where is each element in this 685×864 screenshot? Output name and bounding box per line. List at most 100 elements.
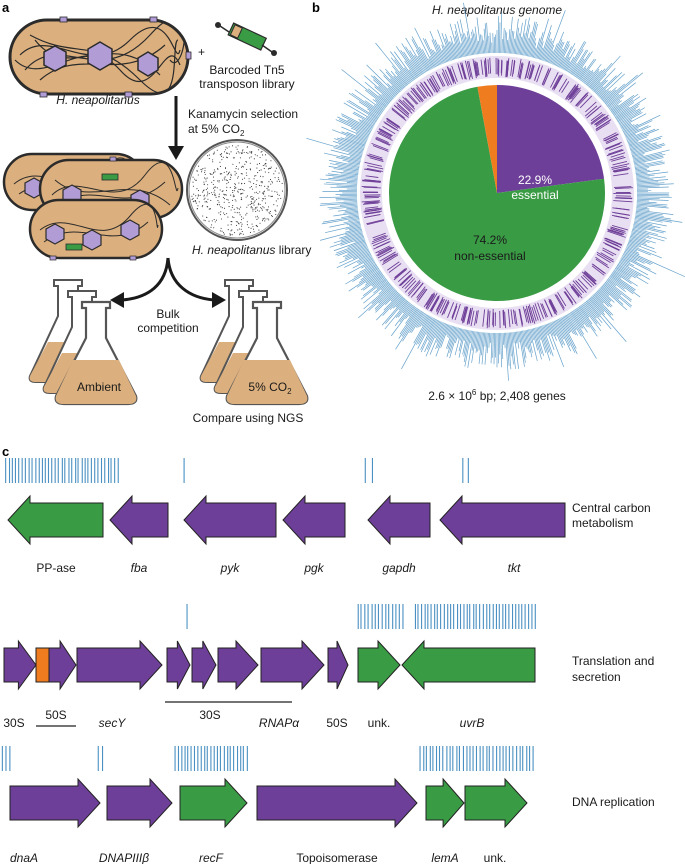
colony-dot xyxy=(199,194,201,196)
insertion-spike xyxy=(516,331,520,349)
insertion-spike xyxy=(345,264,378,285)
essential-gene-tick xyxy=(387,261,400,271)
colony-dot xyxy=(276,205,278,207)
insertion-spike xyxy=(566,41,585,72)
colony-dot xyxy=(223,233,225,235)
insertion-spike xyxy=(390,305,415,337)
insertion-spike xyxy=(408,306,416,317)
colony-dot xyxy=(258,210,260,212)
insertion-spike xyxy=(348,152,362,158)
insertion-spike xyxy=(476,17,482,54)
insertion-spike xyxy=(474,33,478,55)
colony-dot xyxy=(208,220,210,222)
colony-dot xyxy=(240,222,242,224)
insertion-spike xyxy=(628,241,657,253)
essential-gene-tick xyxy=(561,81,570,93)
colony-dot xyxy=(213,151,215,153)
colony-dot xyxy=(264,154,267,156)
insertion-spike xyxy=(445,34,455,60)
colony-dot xyxy=(198,201,200,203)
essential-gene-tick xyxy=(362,180,381,183)
colony-dot xyxy=(271,214,273,217)
insertion-spike xyxy=(368,111,380,119)
gene-label: 30S xyxy=(3,716,24,730)
colony-dot xyxy=(267,206,270,208)
insertion-spike xyxy=(505,32,508,54)
colony-dot xyxy=(204,170,206,172)
insertion-spike xyxy=(531,42,537,58)
colony-dot xyxy=(234,183,236,185)
insertion-spike xyxy=(346,131,368,141)
colony-dot xyxy=(253,231,255,233)
essential-gene-tick xyxy=(427,293,438,310)
essential-gene-tick xyxy=(585,101,597,113)
essential-gene-ring xyxy=(360,56,634,330)
essential-gene-tick xyxy=(602,247,617,256)
insertion-spike xyxy=(375,42,410,85)
colony-dot xyxy=(264,171,266,173)
colony-dot xyxy=(197,205,199,207)
colony-dot xyxy=(238,188,240,190)
insertion-spike xyxy=(550,322,557,336)
pie-essential-percent: 22.9% xyxy=(518,173,552,187)
colony-dot xyxy=(212,153,214,155)
insertion-spike xyxy=(398,300,408,311)
insertion-spike xyxy=(425,321,442,357)
insertion-spike xyxy=(583,71,594,84)
essential-gene-tick xyxy=(396,102,410,115)
insertion-spike xyxy=(454,36,462,58)
colony-dot xyxy=(214,189,216,191)
essential-gene-tick xyxy=(564,287,577,304)
essential-gene-tick xyxy=(502,309,505,326)
insertion-spike xyxy=(565,56,575,72)
essential-gene-tick xyxy=(377,246,395,257)
colony-dot xyxy=(222,156,224,158)
colony-dot xyxy=(207,155,209,157)
insertion-spike xyxy=(602,89,616,102)
colony-dot xyxy=(256,226,258,228)
essential-gene-tick xyxy=(404,280,417,293)
insertion-spike xyxy=(346,207,358,210)
insertion-spike xyxy=(602,284,620,300)
colony-dot xyxy=(237,168,239,170)
insertion-spike xyxy=(636,185,660,188)
essential-gene-tick xyxy=(577,278,589,290)
other-gene-segment xyxy=(35,647,50,683)
colony-dot xyxy=(224,214,226,216)
colony-dot xyxy=(276,180,278,182)
insertion-spike xyxy=(329,235,364,248)
colony-dot xyxy=(233,232,236,234)
insertion-spike xyxy=(604,72,644,105)
colony-dot xyxy=(231,206,233,209)
insertion-spike xyxy=(607,277,627,293)
essential-gene-tick xyxy=(612,161,628,166)
colony-dot xyxy=(242,189,244,191)
colony-dot xyxy=(194,178,196,180)
insertion-spike xyxy=(631,144,666,155)
essential-gene-tick xyxy=(438,73,446,87)
colony-dot xyxy=(261,192,263,194)
insertion-spike xyxy=(483,40,486,54)
insertion-spike xyxy=(554,320,564,340)
insertion-spike xyxy=(390,51,414,82)
colony-dot xyxy=(232,199,234,201)
insertion-spike xyxy=(360,274,384,291)
essential-gene-tick xyxy=(378,128,392,137)
insertion-spike xyxy=(629,238,647,245)
colony-dot xyxy=(250,152,252,154)
colony-dot xyxy=(211,220,213,222)
insertion-spike xyxy=(582,70,594,83)
colony-dot xyxy=(233,195,235,197)
essential-gene-tick xyxy=(419,84,429,97)
essential-gene-tick xyxy=(611,225,628,231)
essential-gene-tick xyxy=(594,116,606,125)
insertion-spike xyxy=(405,306,415,320)
insertion-spike xyxy=(343,219,360,224)
colony-dot xyxy=(236,207,238,209)
colony-dot xyxy=(218,196,220,198)
insertion-spike xyxy=(477,40,481,55)
genome-title: H. neapolitanus genome xyxy=(432,3,562,17)
insertion-spike xyxy=(348,100,379,120)
insertion-spike xyxy=(390,78,402,91)
insertion-spike xyxy=(364,81,390,104)
